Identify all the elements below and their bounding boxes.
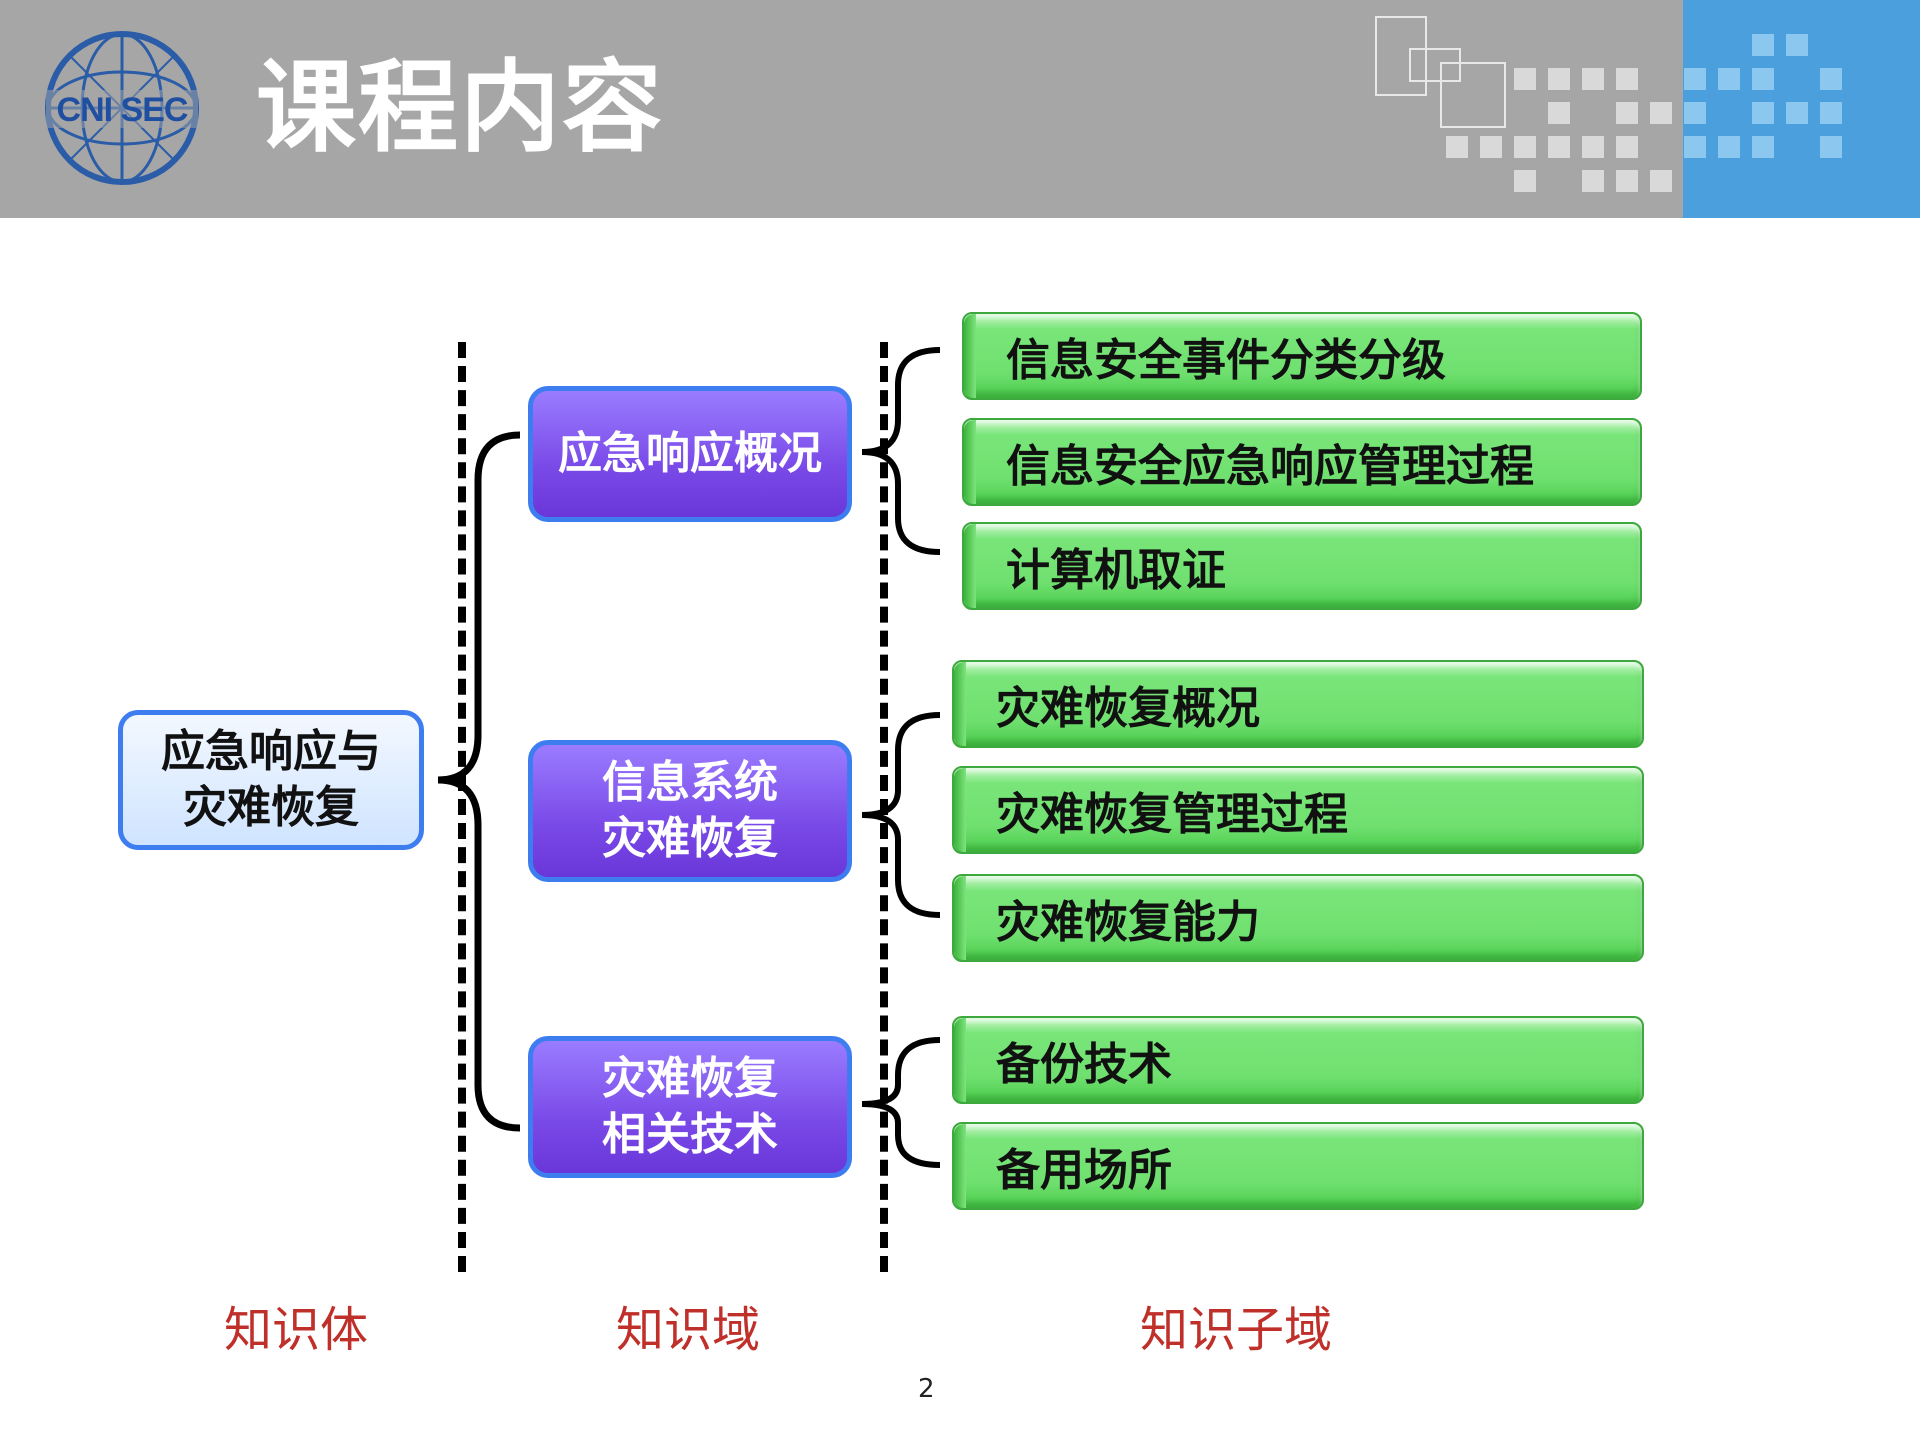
separator-right bbox=[880, 342, 888, 1272]
subdomain-label: 计算机取证 bbox=[1006, 545, 1226, 596]
logo-text: CNI SEC bbox=[57, 91, 188, 129]
domain-node-3: 灾难恢复 相关技术 bbox=[528, 1036, 852, 1178]
domain1-brace bbox=[861, 347, 941, 555]
column-label-body: 知识体 bbox=[224, 1302, 369, 1358]
domain-node-1: 应急响应概况 bbox=[528, 386, 852, 522]
subdomain-node: 计算机取证 bbox=[962, 522, 1642, 610]
domain-2-label-line1: 信息系统 bbox=[602, 757, 778, 808]
subdomain-label: 灾难恢复能力 bbox=[996, 897, 1260, 948]
subdomain-label: 备用场所 bbox=[996, 1145, 1172, 1196]
page-title: 课程内容 bbox=[256, 49, 664, 166]
root-node: 应急响应与 灾难恢复 bbox=[118, 710, 424, 850]
domain2-brace bbox=[861, 712, 941, 918]
subdomain-node: 信息安全事件分类分级 bbox=[962, 312, 1642, 400]
domain-1-label: 应急响应概况 bbox=[558, 428, 822, 479]
domain-node-2: 信息系统 灾难恢复 bbox=[528, 740, 852, 882]
domain-3-label-line2: 相关技术 bbox=[602, 1109, 778, 1160]
subdomain-label: 信息安全应急响应管理过程 bbox=[1006, 441, 1534, 492]
column-label-subdomain: 知识子域 bbox=[1140, 1302, 1333, 1358]
subdomain-node: 灾难恢复概况 bbox=[952, 660, 1644, 748]
page-number: 2 bbox=[918, 1374, 935, 1404]
column-label-domain: 知识域 bbox=[616, 1302, 761, 1358]
subdomain-label: 灾难恢复管理过程 bbox=[996, 789, 1348, 840]
cnisec-logo: CNI SEC bbox=[45, 31, 199, 185]
domain-2-label-line2: 灾难恢复 bbox=[602, 813, 778, 864]
separator-left bbox=[458, 342, 466, 1272]
subdomain-node: 备用场所 bbox=[952, 1122, 1644, 1210]
root-label-line2: 灾难恢复 bbox=[183, 782, 359, 833]
subdomain-node: 信息安全应急响应管理过程 bbox=[962, 418, 1642, 506]
subdomain-label: 灾难恢复概况 bbox=[996, 683, 1260, 734]
subdomain-node: 备份技术 bbox=[952, 1016, 1644, 1104]
domain3-brace bbox=[861, 1037, 941, 1168]
subdomain-node: 灾难恢复管理过程 bbox=[952, 766, 1644, 854]
domain-3-label-line1: 灾难恢复 bbox=[602, 1053, 778, 1104]
subdomain-label: 备份技术 bbox=[996, 1039, 1172, 1090]
root-brace bbox=[437, 431, 521, 1132]
root-label-line1: 应急响应与 bbox=[161, 726, 381, 777]
subdomain-label: 信息安全事件分类分级 bbox=[1006, 335, 1446, 386]
subdomain-node: 灾难恢复能力 bbox=[952, 874, 1644, 962]
